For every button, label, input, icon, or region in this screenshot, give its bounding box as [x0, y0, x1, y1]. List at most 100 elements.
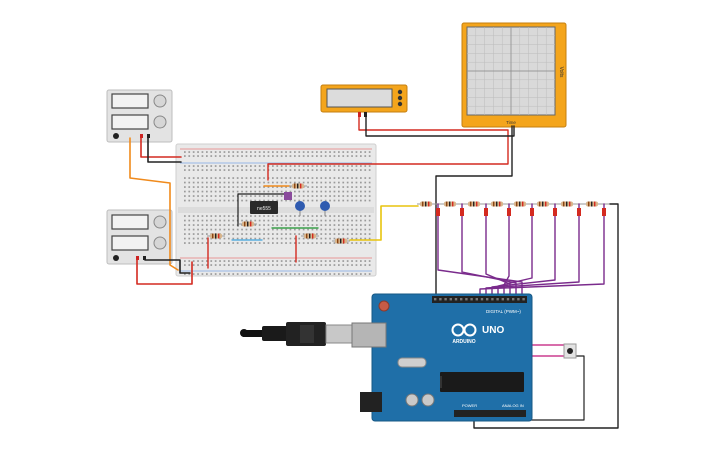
resistor[interactable]: [207, 233, 225, 239]
breadboard-hole: [329, 219, 331, 222]
header-pin[interactable]: [522, 298, 525, 301]
led[interactable]: [460, 208, 464, 216]
breadboard-hole: [201, 242, 204, 244]
power-supply-bottom[interactable]: [106, 209, 173, 265]
breadboard-hole: [241, 155, 243, 157]
breadboard-hole: [267, 273, 270, 275]
resistor[interactable]: [441, 201, 459, 207]
breadboard-hole: [280, 273, 283, 275]
header-pin[interactable]: [501, 298, 504, 301]
breadboard-hole: [219, 264, 221, 266]
breadboard-hole: [307, 215, 309, 217]
resistor[interactable]: [511, 201, 529, 207]
header-pin[interactable]: [480, 298, 484, 301]
power-supply-top[interactable]: [106, 89, 173, 143]
led[interactable]: [507, 208, 511, 216]
breadboard-hole: [254, 186, 257, 188]
breadboard-hole: [298, 199, 301, 202]
multimeter[interactable]: [320, 84, 408, 117]
breadboard-hole: [192, 165, 195, 167]
resistor[interactable]: [558, 201, 576, 207]
breadboard-hole: [320, 219, 323, 222]
capacitor[interactable]: [295, 201, 305, 216]
breadboard-hole: [338, 151, 340, 153]
breadboard-hole: [206, 237, 208, 240]
breadboard-hole: [342, 181, 345, 184]
breadboard-hole: [272, 181, 274, 184]
resistor-band: [343, 238, 345, 244]
breadboard-hole: [250, 151, 252, 153]
led[interactable]: [553, 208, 557, 216]
header-pin[interactable]: [486, 298, 489, 301]
header-pin[interactable]: [449, 298, 452, 301]
breadboard-hole: [223, 177, 226, 179]
header-pin[interactable]: [465, 298, 468, 301]
power-button[interactable]: [113, 255, 119, 261]
ic-555-chip[interactable]: ne555: [250, 201, 278, 214]
breadboard-hole: [320, 273, 323, 275]
header-pin[interactable]: [434, 298, 437, 301]
breadboard-hole: [285, 181, 287, 184]
potentiometer[interactable]: [284, 192, 292, 200]
breadboard-hole: [276, 264, 279, 266]
resistor[interactable]: [534, 201, 552, 207]
breadboard-hole: [324, 151, 327, 153]
header-pin[interactable]: [517, 298, 520, 301]
resistor-band: [337, 238, 339, 244]
resistor[interactable]: [301, 233, 319, 239]
breadboard-hole: [289, 233, 292, 235]
breadboard-hole: [201, 260, 204, 262]
breadboard-hole: [368, 181, 371, 184]
breadboard-hole: [329, 273, 331, 275]
breadboard-hole: [263, 195, 265, 197]
reset-button[interactable]: [378, 300, 390, 312]
resistor[interactable]: [465, 201, 483, 207]
header-pin[interactable]: [512, 298, 515, 301]
breadboard-hole: [338, 273, 340, 275]
wire-black: [473, 203, 619, 429]
pushbutton[interactable]: [563, 343, 577, 359]
breadboard-hole: [188, 215, 191, 217]
breadboard-hole: [289, 199, 292, 202]
resistor-band: [297, 183, 299, 189]
oscilloscope[interactable]: Volts Time: [461, 22, 567, 128]
resistor[interactable]: [239, 221, 257, 227]
header-pin[interactable]: [475, 298, 478, 301]
led[interactable]: [602, 208, 606, 216]
resistor[interactable]: [488, 201, 506, 207]
breadboard-hole: [311, 169, 314, 171]
header-pin[interactable]: [506, 298, 510, 301]
header-pin[interactable]: [439, 298, 442, 301]
led[interactable]: [484, 208, 488, 216]
led[interactable]: [577, 208, 581, 216]
led[interactable]: [436, 208, 440, 216]
breadboard-hole: [250, 165, 252, 167]
breadboard-hole: [294, 242, 296, 244]
breadboard-hole: [192, 195, 195, 197]
breadboard-hole: [360, 242, 362, 244]
arduino-uno[interactable]: ARDUINO UNO DIGITAL (PWM~) POWER ANALOG …: [240, 293, 533, 422]
breadboard-hole: [219, 155, 221, 157]
breadboard-hole: [276, 151, 279, 153]
resistor[interactable]: [583, 201, 601, 207]
header-pin[interactable]: [491, 298, 494, 301]
header-pin[interactable]: [470, 298, 473, 301]
capacitor[interactable]: [320, 201, 330, 216]
header-pin[interactable]: [496, 298, 499, 301]
resistor[interactable]: [332, 238, 350, 244]
breadboard-hole: [272, 169, 274, 171]
wire-red: [267, 116, 509, 181]
breadboard-hole: [245, 190, 248, 193]
led[interactable]: [530, 208, 534, 216]
power-button[interactable]: [113, 133, 119, 139]
breadboard-hole: [236, 155, 239, 157]
header-pin[interactable]: [460, 298, 463, 301]
header-pin[interactable]: [454, 298, 458, 301]
breadboard-hole: [276, 237, 279, 240]
breadboard-hole: [184, 199, 186, 202]
breadboard-hole: [355, 151, 358, 153]
header-pin[interactable]: [444, 298, 447, 301]
resistor[interactable]: [289, 183, 307, 189]
breadboard-hole: [320, 264, 323, 266]
resistor[interactable]: [417, 201, 435, 207]
